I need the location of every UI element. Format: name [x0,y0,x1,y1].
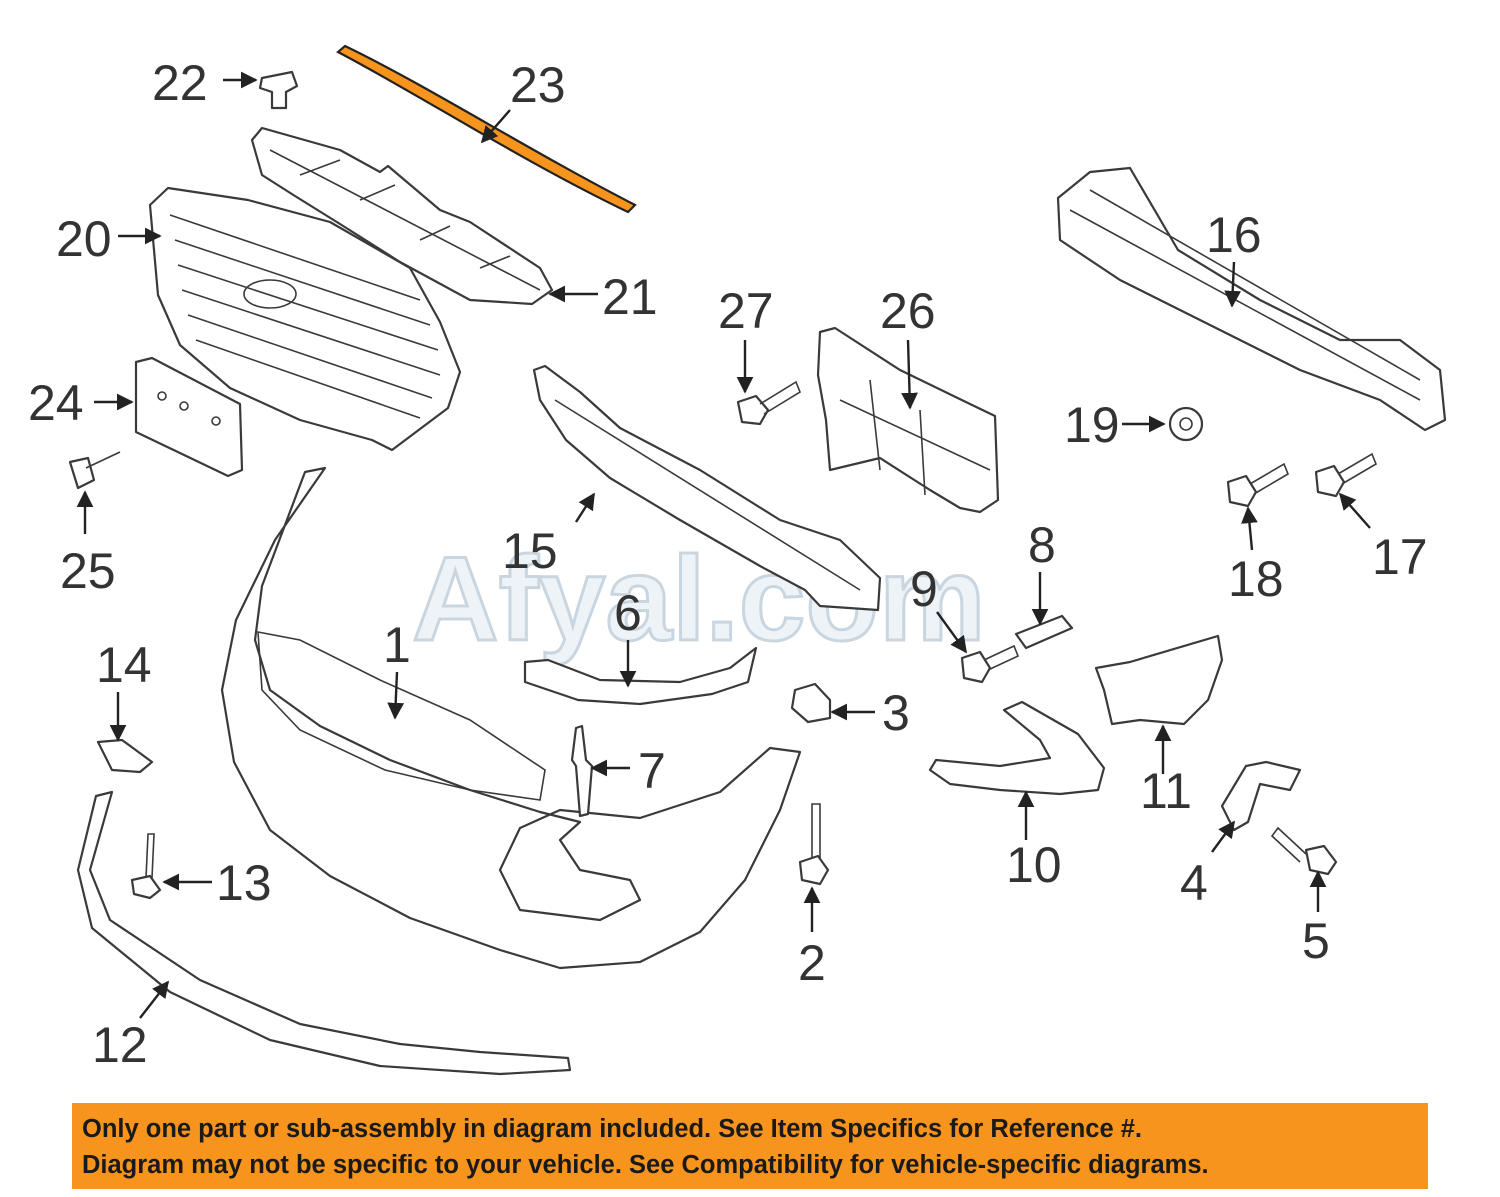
part-26-mount-bracket[interactable] [816,326,1000,514]
callout-14: 14 [96,637,152,693]
part-5-screw[interactable] [1270,826,1338,876]
callout-4: 4 [1180,855,1208,911]
part-8-pad[interactable] [1014,614,1074,650]
part-25-screw[interactable] [68,451,121,490]
callout-27: 27 [718,283,774,339]
part-7-rivet[interactable] [570,724,594,818]
callout-12: 12 [92,1017,148,1073]
callout-26: 26 [880,283,936,339]
watermark: Afyal.com [412,532,986,666]
part-3-clip-nut[interactable] [790,682,832,724]
callout-17: 17 [1372,529,1428,585]
part-20-radiator-grille[interactable] [148,186,462,452]
callout-18: 18 [1228,551,1284,607]
part-14-clip[interactable] [96,738,154,774]
part-24-license-bracket[interactable] [134,356,244,478]
callout-15: 15 [502,523,558,579]
callout-9: 9 [910,561,938,617]
part-11-bracket[interactable] [1094,634,1224,726]
callout-labels: 22 23 20 21 24 25 15 27 26 16 19 18 17 1… [28,55,1428,1073]
part-18-bolt[interactable] [1226,462,1289,508]
callout-22: 22 [152,55,208,111]
part-27-bolt[interactable] [736,380,801,426]
callout-7: 7 [638,743,666,799]
part-22-clip[interactable] [258,70,299,110]
leader-lines [76,71,1371,1019]
callout-16: 16 [1206,207,1262,263]
part-1-bumper-cover[interactable] [220,466,802,970]
part-2-bolt[interactable] [798,803,830,886]
callout-1: 1 [383,617,411,673]
callout-21: 21 [602,269,658,325]
disclaimer-line-2: Diagram may not be specific to your vehi… [82,1151,1209,1179]
part-13-screw[interactable] [130,833,162,900]
part-9-bolt[interactable] [960,644,1020,684]
part-12-lower-spoiler[interactable] [76,790,572,1076]
callout-10: 10 [1006,837,1062,893]
part-19-nut[interactable] [1168,406,1204,442]
callout-3: 3 [882,685,910,741]
callout-11: 11 [1140,763,1192,819]
part-21-grille-bracket[interactable] [250,126,554,306]
callout-23: 23 [510,57,566,113]
part-17-bolt[interactable] [1314,452,1377,498]
part-10-fog-lamp-bezel[interactable] [928,700,1106,796]
callout-2: 2 [798,935,826,991]
callout-8: 8 [1028,517,1056,573]
part-15-energy-absorber[interactable] [532,364,882,612]
callout-20: 20 [56,211,112,267]
disclaimer-line-1: Only one part or sub-assembly in diagram… [82,1115,1142,1143]
callout-6: 6 [614,585,642,641]
callout-24: 24 [28,375,84,431]
callout-13: 13 [216,855,272,911]
callout-25: 25 [60,543,116,599]
callout-19: 19 [1064,397,1120,453]
part-6-side-bracket[interactable] [523,646,758,706]
parts-diagram: Afyal.com [28,44,1447,1076]
disclaimer-banner: Only one part or sub-assembly in diagram… [72,1103,1428,1189]
callout-5: 5 [1302,913,1330,969]
part-4-bracket[interactable] [1220,760,1302,832]
part-16-bumper-reinforcement[interactable] [1056,166,1447,432]
